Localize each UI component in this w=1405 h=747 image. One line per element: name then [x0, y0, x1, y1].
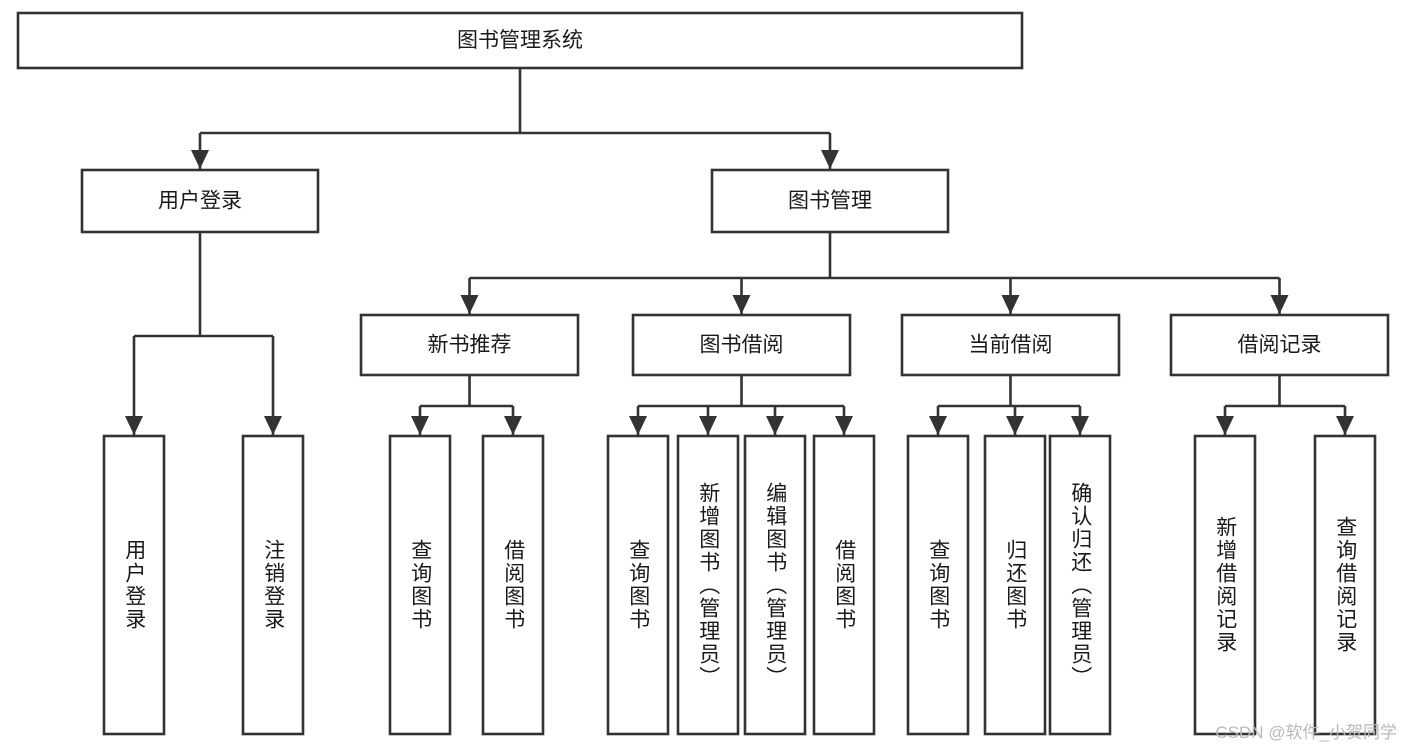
- arrow-head-icon: [125, 416, 143, 435]
- node-box-book-borrow[interactable]: [631, 313, 852, 377]
- node-box-leaf-confirm-return[interactable]: [1048, 434, 1112, 736]
- node-box-new-book-recommend[interactable]: [359, 313, 580, 377]
- node-label-book-borrow: 图书借阅: [700, 334, 784, 357]
- node-label-user-login: 用户登录: [158, 190, 242, 213]
- csdn-watermark: CSDN @软件_小贺同学: [1215, 723, 1397, 742]
- node-box-leaf-user-login[interactable]: [102, 434, 166, 736]
- arrow-head-icon: [1071, 416, 1089, 435]
- node-label-current-borrow: 当前借阅: [969, 334, 1053, 357]
- arrow-head-icon: [1006, 416, 1024, 435]
- arrow-head-icon: [1216, 416, 1234, 435]
- node-box-leaf-borrow-book-2[interactable]: [812, 434, 876, 736]
- arrow-head-icon: [835, 416, 853, 435]
- arrow-head-icon: [1270, 295, 1289, 314]
- node-box-leaf-add-record[interactable]: [1193, 434, 1257, 736]
- node-box-book-manage[interactable]: [710, 168, 950, 234]
- arrow-head-icon: [766, 416, 784, 435]
- arrow-head-icon: [1001, 295, 1020, 314]
- arrow-head-icon: [460, 295, 479, 314]
- node-label-new-book-recommend: 新书推荐: [428, 334, 512, 357]
- node-box-leaf-query-book-1[interactable]: [388, 434, 452, 736]
- node-label-borrow-record: 借阅记录: [1238, 334, 1322, 357]
- node-box-leaf-add-book[interactable]: [676, 434, 740, 736]
- arrow-head-icon: [1336, 416, 1354, 435]
- arrow-head-icon: [411, 416, 429, 435]
- node-label-book-manage: 图书管理: [788, 190, 872, 213]
- arrow-head-icon: [191, 150, 209, 169]
- arrow-head-icon: [732, 295, 751, 314]
- node-box-borrow-record[interactable]: [1169, 313, 1390, 377]
- node-label-root: 图书管理系统: [457, 29, 583, 52]
- arrow-head-icon: [929, 416, 947, 435]
- node-box-leaf-borrow-book-1[interactable]: [481, 434, 545, 736]
- node-box-leaf-query-book-2[interactable]: [606, 434, 670, 736]
- node-box-root[interactable]: [16, 11, 1024, 70]
- arrow-head-icon: [821, 150, 839, 169]
- node-box-current-borrow[interactable]: [900, 313, 1121, 377]
- arrow-head-icon: [699, 416, 717, 435]
- connector-layer: [125, 68, 1354, 435]
- arrow-head-icon: [264, 416, 282, 435]
- arrow-head-icon: [504, 416, 522, 435]
- node-box-leaf-logout[interactable]: [241, 434, 305, 736]
- node-box-leaf-edit-book[interactable]: [743, 434, 807, 736]
- node-box-leaf-query-book-3[interactable]: [906, 434, 970, 736]
- node-box-user-login[interactable]: [80, 168, 320, 234]
- box-layer: [16, 11, 1390, 736]
- node-box-leaf-return-book[interactable]: [983, 434, 1047, 736]
- arrow-head-icon: [629, 416, 647, 435]
- node-box-leaf-query-record[interactable]: [1313, 434, 1377, 736]
